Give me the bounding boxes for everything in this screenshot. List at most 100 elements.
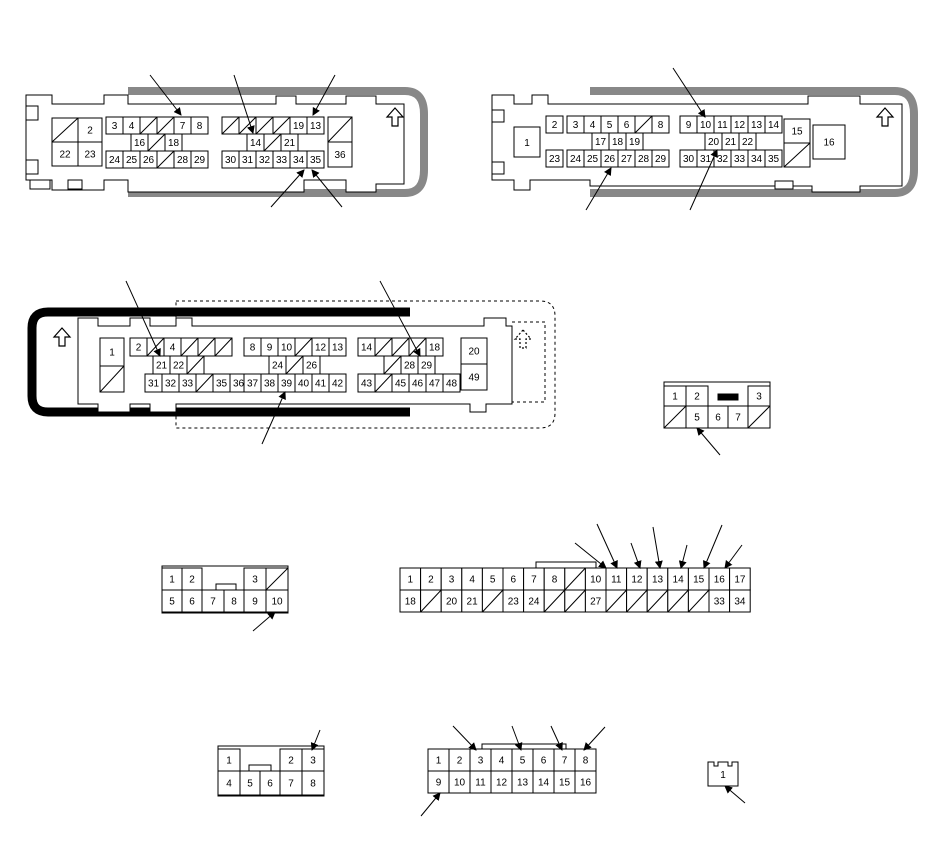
callout-arrow [689,149,718,211]
pin-number: 26 [306,361,318,372]
outline-line [374,373,393,393]
pin-number: 1 [524,138,530,149]
pin-number: 47 [429,379,441,390]
dashed-outline [512,321,546,403]
pin-number: 28 [638,154,650,165]
pin-number: 7 [288,779,294,790]
callout-arrow [678,544,688,569]
outline-line [564,589,586,613]
housing-band [590,87,918,197]
key-tab [248,764,272,772]
pin-cavity [812,124,846,160]
pin-number: 9 [267,343,273,354]
outline-line [180,337,199,357]
pin-number: 28 [404,361,416,372]
callout-arrow [550,725,563,751]
pin-number: 3 [573,120,579,131]
pin-number: 2 [552,120,558,131]
housing-rect [25,159,39,175]
dashed-outline [175,300,556,429]
pin-cavity [574,770,597,794]
callout-arrow [596,523,618,569]
pin-number: 9 [686,120,692,131]
pin-number: 33 [276,155,288,166]
pin-number: 19 [293,121,305,132]
pin-number: 49 [468,373,480,384]
pin-cavity [783,118,811,144]
outline-line [221,116,240,135]
pin-cavity [545,115,564,134]
outline-line [51,117,79,143]
pin-number: 33 [734,154,746,165]
pin-number: 10 [271,597,283,608]
pin-number: 19 [629,137,641,148]
pin-number: 25 [587,154,599,165]
pin-number: 16 [714,575,726,586]
pin-number: 16 [134,138,146,149]
pin-number: 8 [310,779,316,790]
pin-number: 29 [194,155,206,166]
pin-number: 24 [272,361,284,372]
pin-cavity [651,115,670,134]
pin-number: 40 [298,379,310,390]
pin-number: 10 [454,778,466,789]
outline-line [634,115,653,134]
callout-arrow [261,391,286,445]
pin-number: 13 [517,778,529,789]
housing-body [707,761,739,787]
callout-arrow [511,725,523,751]
lock-direction-icon [52,327,72,347]
pin-number: 8 [583,756,589,767]
pin-number: 2 [428,575,434,586]
pin-number: 21 [725,137,737,148]
pin-number: 3 [310,756,316,767]
callout-arrow [652,526,663,569]
pin-number: 15 [559,778,571,789]
lock-direction-icon [875,107,895,127]
pin-number: 26 [604,154,616,165]
pin-cavity [306,150,325,169]
pin-number: 21 [284,138,296,149]
pin-number: 5 [694,413,700,424]
pin-number: 8 [658,120,664,131]
pin-number: 5 [607,120,613,131]
pin-number: 15 [791,127,803,138]
pin-cavity [51,141,79,167]
pin-number: 1 [436,756,442,767]
pin-number: 4 [469,575,475,586]
pin-number: 6 [267,779,273,790]
pin-number: 26 [143,155,155,166]
housing-rect [29,179,51,190]
pin-number: 6 [541,756,547,767]
pin-number: 16 [823,138,835,149]
pin-cavity [301,770,325,796]
pin-number: 33 [714,597,726,608]
pin-number: 6 [189,597,195,608]
callout-arrow [149,74,182,116]
pin-number: 30 [683,154,695,165]
pin-cavity [460,337,488,365]
pin-number: 14 [673,575,685,586]
pin-number: 32 [165,379,177,390]
outline-line [156,116,175,135]
pin-number: 12 [734,120,746,131]
pin-number: 25 [126,155,138,166]
pin-number: 7 [735,413,741,424]
housing-band [27,307,410,417]
lock-direction-icon [385,107,405,127]
outline-line [564,567,586,591]
outline-line [139,116,158,135]
outline-line [783,142,811,168]
pin-number: 13 [652,575,664,586]
pin-number: 18 [612,137,624,148]
outline-line [195,373,214,393]
callout-arrow [724,544,743,569]
pin-number: 24 [570,154,582,165]
pin-number: 3 [478,756,484,767]
callout-arrow [703,524,723,569]
pin-number: 18 [405,597,417,608]
pin-number: 43 [361,379,373,390]
pin-number: 32 [717,154,729,165]
